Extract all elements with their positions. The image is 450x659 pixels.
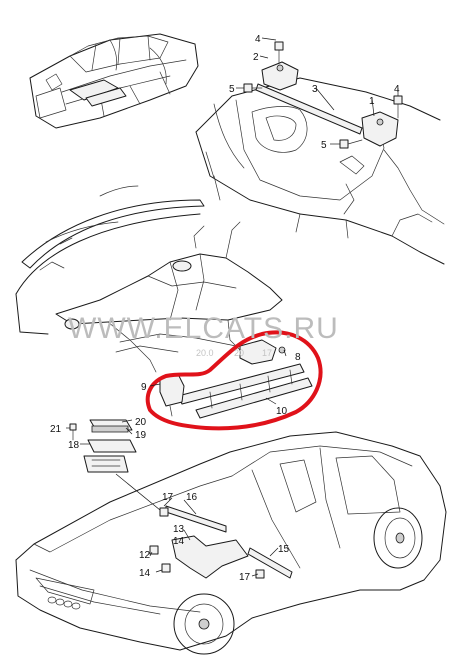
watermark-site: WWW.ELCATS.RU [68,312,339,345]
callout-2: 2 [253,52,259,63]
highlight-outline [145,330,323,431]
callout-4-top-left: 4 [255,34,261,45]
watermark: WWW.ELCATS.RU 20.0 20 17 [68,312,339,358]
callout-3: 3 [312,84,318,95]
callout-17-bottom: 17 [239,572,251,583]
callout-21: 21 [50,424,62,435]
car-outline-drawing [15,431,447,655]
callout-4-top-right: 4 [394,84,400,95]
callout-16: 16 [186,492,198,503]
callout-19: 19 [135,430,147,441]
callout-13: 13 [173,524,185,535]
bracket-assembly-left [69,419,137,473]
callout-5-right: 5 [321,140,327,151]
callout-14-bottom: 14 [139,568,151,579]
callout-labels: 4 2 5 3 1 4 5 8 9 10 19 20 21 18 17 16 1… [50,34,400,583]
callout-14-top: 14 [173,536,185,547]
callout-5-left: 5 [229,84,235,95]
callout-18: 18 [68,440,80,451]
engine-bay-drawing [195,41,445,265]
callout-15: 15 [278,544,290,555]
watermark-date: 20.0 [196,348,214,358]
watermark-date-2: 20 [234,348,244,358]
callout-17-top: 17 [162,492,174,503]
callout-12: 12 [139,550,151,561]
callout-10: 10 [276,406,288,417]
front-subframe-drawing [15,185,313,419]
watermark-date-3: 17 [262,348,272,358]
body-shell-thumbnail [29,33,199,129]
leader-lines [66,37,399,577]
callout-9: 9 [141,382,147,393]
callout-20: 20 [135,417,147,428]
callout-8: 8 [295,352,301,363]
callout-1: 1 [369,96,375,107]
